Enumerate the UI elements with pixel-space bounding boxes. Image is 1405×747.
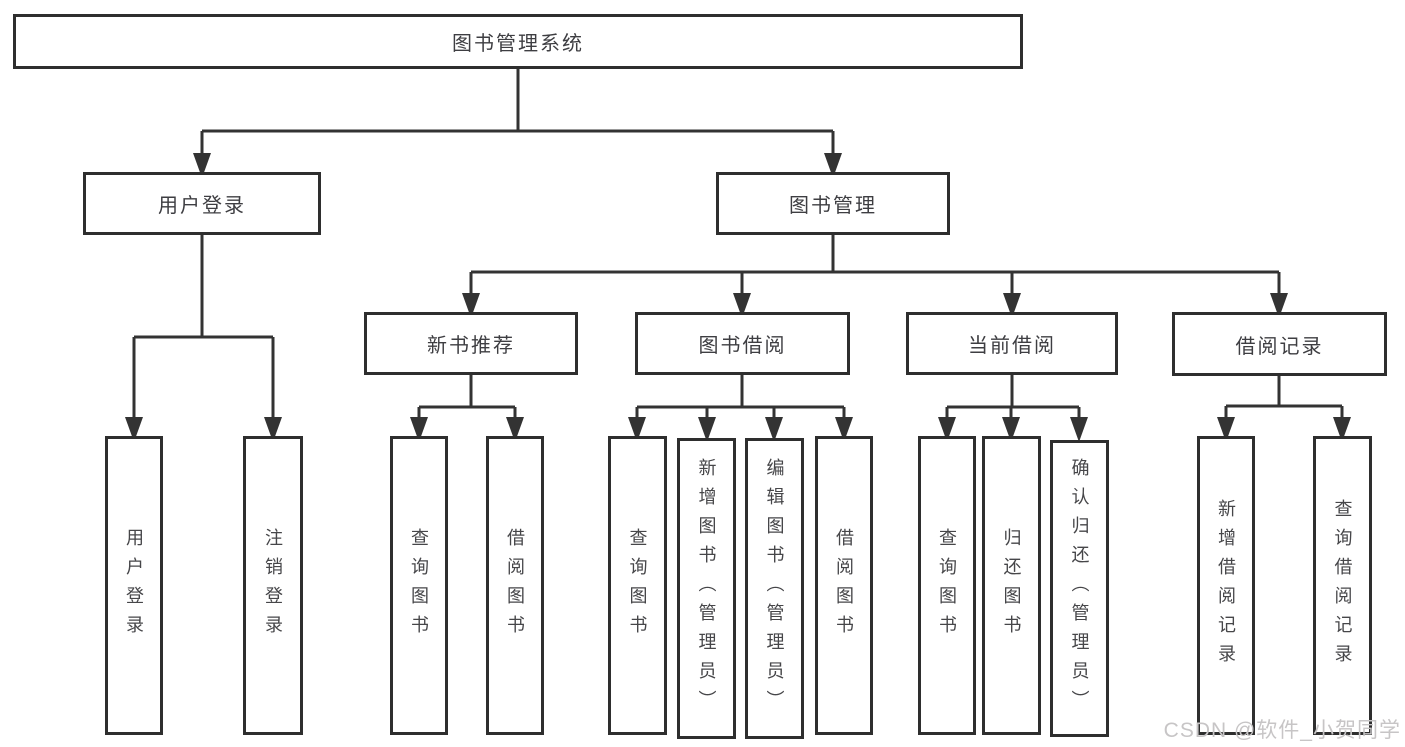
- arrow-down-icon: [824, 153, 842, 178]
- leaf-return-book: 归还图书: [982, 436, 1041, 735]
- node-label: 新书推荐: [427, 335, 515, 357]
- leaf-label: 确认归还（管理员）: [1069, 458, 1090, 719]
- leaf-confirm-return-admin: 确认归还（管理员）: [1050, 440, 1109, 737]
- node-label: 图书管理: [789, 195, 877, 217]
- node-label: 图书借阅: [698, 335, 787, 357]
- leaf-add-borrow-record: 新增借阅记录: [1197, 436, 1255, 735]
- leaf-label: 查询借阅记录: [1332, 498, 1353, 673]
- arrow-down-icon: [1070, 417, 1088, 442]
- leaf-label: 新增借阅记录: [1216, 498, 1236, 673]
- arrow-down-icon: [835, 417, 853, 442]
- csdn-watermark: CSDN @软件_小贺同学: [1163, 719, 1401, 742]
- arrow-down-icon: [1002, 417, 1020, 442]
- arrow-down-icon: [506, 417, 524, 442]
- arrow-down-icon: [193, 153, 211, 178]
- leaf-borrow-books-borrowing: 借阅图书: [815, 436, 873, 735]
- arrow-down-icon: [1003, 293, 1021, 318]
- leaf-logout: 注销登录: [243, 436, 303, 735]
- arrow-down-icon: [765, 417, 783, 442]
- leaf-label: 查询图书: [937, 527, 957, 644]
- leaf-label: 编辑图书（管理员）: [764, 458, 785, 719]
- leaf-label: 注销登录: [263, 527, 283, 644]
- leaf-edit-book-admin: 编辑图书（管理员）: [745, 438, 804, 739]
- arrow-down-icon: [410, 417, 428, 442]
- leaf-label: 借阅图书: [834, 527, 854, 644]
- leaf-label: 查询图书: [409, 527, 429, 644]
- leaf-label: 归还图书: [1001, 527, 1022, 644]
- arrow-down-icon: [125, 417, 143, 442]
- node-new-book-recommend: 新书推荐: [364, 312, 578, 375]
- connector-path-group: [132, 69, 1344, 422]
- leaf-label: 用户登录: [124, 527, 144, 644]
- leaf-user-login: 用户登录: [105, 436, 163, 735]
- node-book-borrowing: 图书借阅: [635, 312, 850, 375]
- arrowheads: [125, 153, 1351, 442]
- node-label: 用户登录: [158, 195, 246, 217]
- node-book-management: 图书管理: [716, 172, 950, 235]
- arrow-down-icon: [1217, 417, 1235, 442]
- arrow-down-icon: [264, 417, 282, 442]
- node-library-management-system: 图书管理系统: [13, 14, 1023, 69]
- leaf-label: 查询图书: [627, 527, 648, 644]
- leaf-query-borrow-record: 查询借阅记录: [1313, 436, 1372, 735]
- node-label: 借阅记录: [1235, 335, 1324, 358]
- leaf-label: 借阅图书: [505, 527, 525, 644]
- arrow-down-icon: [462, 293, 480, 318]
- leaf-add-book-admin: 新增图书（管理员）: [677, 438, 736, 739]
- leaf-borrow-books-recommend: 借阅图书: [486, 436, 544, 735]
- leaf-query-books-current: 查询图书: [918, 436, 976, 735]
- arrow-down-icon: [938, 417, 956, 442]
- arrow-down-icon: [733, 293, 751, 318]
- node-user-login: 用户登录: [83, 172, 321, 235]
- leaf-label: 新增图书（管理员）: [696, 458, 717, 719]
- leaf-query-books-recommend: 查询图书: [390, 436, 448, 735]
- node-current-borrowing: 当前借阅: [906, 312, 1118, 375]
- arrow-down-icon: [628, 417, 646, 442]
- arrow-down-icon: [698, 417, 716, 442]
- leaf-query-books-borrowing: 查询图书: [608, 436, 667, 735]
- node-label: 当前借阅: [968, 335, 1056, 357]
- node-label: 图书管理系统: [452, 33, 584, 55]
- node-borrow-records: 借阅记录: [1172, 312, 1387, 376]
- arrow-down-icon: [1270, 293, 1288, 318]
- arrow-down-icon: [1333, 417, 1351, 442]
